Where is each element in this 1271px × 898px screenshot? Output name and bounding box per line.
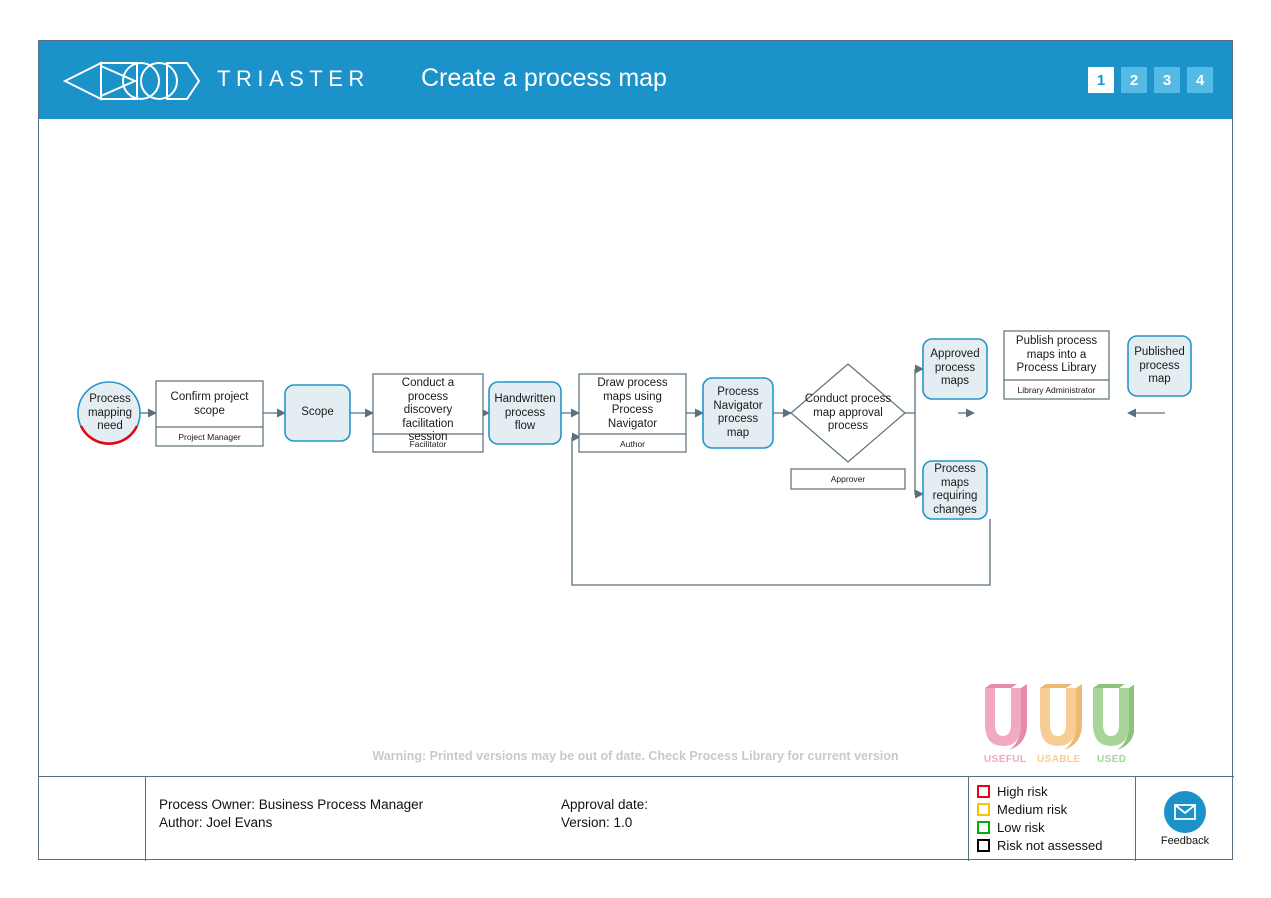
uuu-glyphs-icon <box>985 684 1135 750</box>
process-map-page: TRIASTER Create a process map 1 2 3 4 <box>38 40 1234 861</box>
footer-logo-cell <box>39 777 146 861</box>
footer-metadata-cell: Process Owner: Business Process Manager … <box>146 777 969 861</box>
risk-swatch-high-icon <box>977 784 990 798</box>
node-pnmap-shape <box>702 377 774 449</box>
risk-label-none: Risk not assessed <box>997 837 1103 853</box>
page-pager: 1 2 3 4 <box>1088 67 1213 93</box>
brand-wordmark: TRIASTER <box>217 66 370 91</box>
flow-diagram-svg <box>77 330 1192 586</box>
process-owner-line: Process Owner: Business Process Manager <box>159 797 424 812</box>
feedback-label: Feedback <box>1160 835 1210 847</box>
risk-label-high: High risk <box>997 783 1048 799</box>
node-published-shape <box>1127 335 1192 397</box>
footer-meta-right: Approval date: Version: 1.0 <box>561 796 648 832</box>
footer-meta-left: Process Owner: Business Process Manager … <box>159 796 423 832</box>
page-header: TRIASTER Create a process map 1 2 3 4 <box>39 41 1232 119</box>
feedback-button[interactable]: Feedback <box>1136 777 1234 861</box>
risk-swatch-low-icon <box>977 820 990 834</box>
page-title: Create a process map <box>421 64 667 92</box>
pager-page-1[interactable]: 1 <box>1088 67 1114 93</box>
risk-swatch-none-icon <box>977 838 990 852</box>
risk-legend-row-none: Risk not assessed <box>977 836 1135 854</box>
uuu-caption-useful: USEFUL <box>984 754 1027 765</box>
pager-page-2[interactable]: 2 <box>1121 67 1147 93</box>
node-approval-shape <box>790 363 906 490</box>
node-changes-shape <box>922 460 988 520</box>
connector-rework-loop <box>571 437 991 586</box>
node-handwritten-shape <box>488 381 562 445</box>
risk-legend-row-medium: Medium risk <box>977 800 1135 818</box>
author-line: Author: Joel Evans <box>159 815 273 830</box>
triaster-logo-icon <box>62 60 211 107</box>
uuu-caption-usable: USABLE <box>1037 754 1081 765</box>
approval-date-line: Approval date: <box>561 797 649 812</box>
connector-to-changes <box>914 413 924 499</box>
node-approved-shape <box>922 338 988 400</box>
risk-legend: High risk Medium risk Low risk Risk not … <box>969 777 1136 861</box>
risk-legend-row-high: High risk <box>977 782 1135 800</box>
page-footer: Process Owner: Business Process Manager … <box>39 776 1234 861</box>
risk-label-low: Low risk <box>997 819 1045 835</box>
risk-legend-row-low: Low risk <box>977 818 1135 836</box>
connector-approval-branch-up <box>905 369 916 414</box>
version-line: Version: 1.0 <box>561 815 633 830</box>
uuu-glyph-useful <box>985 684 1027 750</box>
print-warning-text: Warning: Printed versions may be out of … <box>372 749 899 763</box>
node-publish-shape <box>1003 330 1110 400</box>
uuu-glyph-used <box>1093 684 1135 750</box>
envelope-icon[interactable] <box>1164 791 1206 833</box>
useful-usable-used-logo: USEFUL USABLE USED <box>979 684 1135 774</box>
node-confirm-shape <box>155 380 264 447</box>
node-draw-shape <box>578 373 687 453</box>
uuu-caption-used: USED <box>1097 754 1127 765</box>
risk-swatch-medium-icon <box>977 802 990 816</box>
node-start-shape <box>77 381 141 445</box>
uuu-glyph-usable <box>1040 684 1082 750</box>
pager-page-4[interactable]: 4 <box>1187 67 1213 93</box>
node-scope-shape <box>284 384 351 442</box>
risk-label-medium: Medium risk <box>997 801 1068 817</box>
pager-page-3[interactable]: 3 <box>1154 67 1180 93</box>
node-conduct-shape <box>372 373 484 453</box>
